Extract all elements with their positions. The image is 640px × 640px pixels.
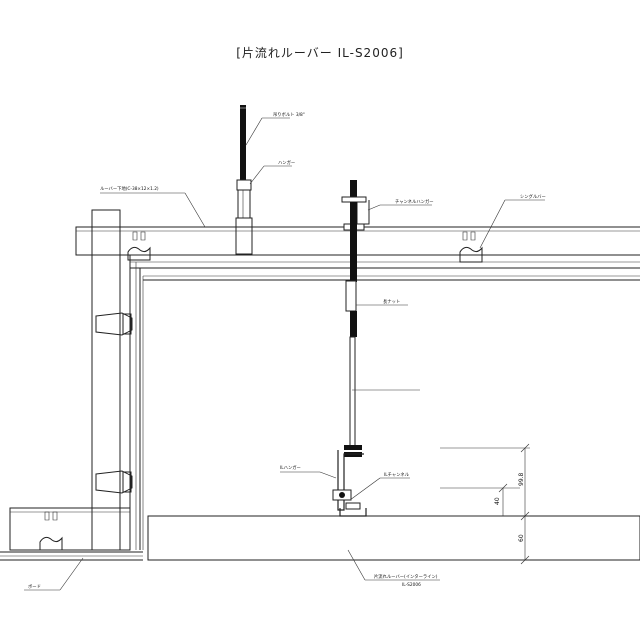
label-single-bar: シングルバー	[520, 193, 546, 200]
louver-panel	[147, 515, 640, 561]
clip-right	[459, 231, 483, 263]
clip-post-lower	[95, 470, 133, 494]
clip-post-upper	[95, 312, 133, 336]
label-channel-hanger: チャンネルハンガー	[395, 198, 434, 205]
dimension-lines	[440, 443, 530, 565]
label-louver-code: IL-S2006	[402, 582, 421, 588]
suspension-bolt-middle	[344, 202, 362, 457]
vertical-post	[91, 209, 144, 551]
dimension-total: 99.8	[518, 472, 525, 486]
lower-left-member	[0, 507, 143, 561]
drawing-title: [片流れルーバー IL-S2006]	[236, 46, 404, 60]
label-louver-base: ルーバー下地(C-38×12×1.2)	[100, 185, 159, 192]
clip-lower-member	[39, 511, 63, 551]
label-board: ボード	[28, 583, 41, 590]
hanger-top	[235, 179, 253, 255]
suspension-bolt-top	[239, 105, 247, 183]
label-il-channel: ILチャンネル	[384, 472, 410, 478]
label-suspension-bolt-top: 吊りボルト 3/8"	[273, 111, 305, 118]
label-hanger: ハンガー	[278, 159, 295, 166]
clip-left-top	[127, 231, 151, 261]
label-long-nut: 長ナット	[383, 299, 400, 305]
label-louver-name: 片流れルーバー(インターライン)	[374, 573, 438, 580]
main-channel	[75, 226, 640, 281]
il-hanger	[332, 450, 367, 517]
dimension-upper: 40	[494, 497, 501, 505]
dimension-lower: 60	[518, 534, 525, 542]
label-il-hanger: ILハンガー	[280, 464, 301, 471]
leader-lines	[24, 117, 545, 591]
